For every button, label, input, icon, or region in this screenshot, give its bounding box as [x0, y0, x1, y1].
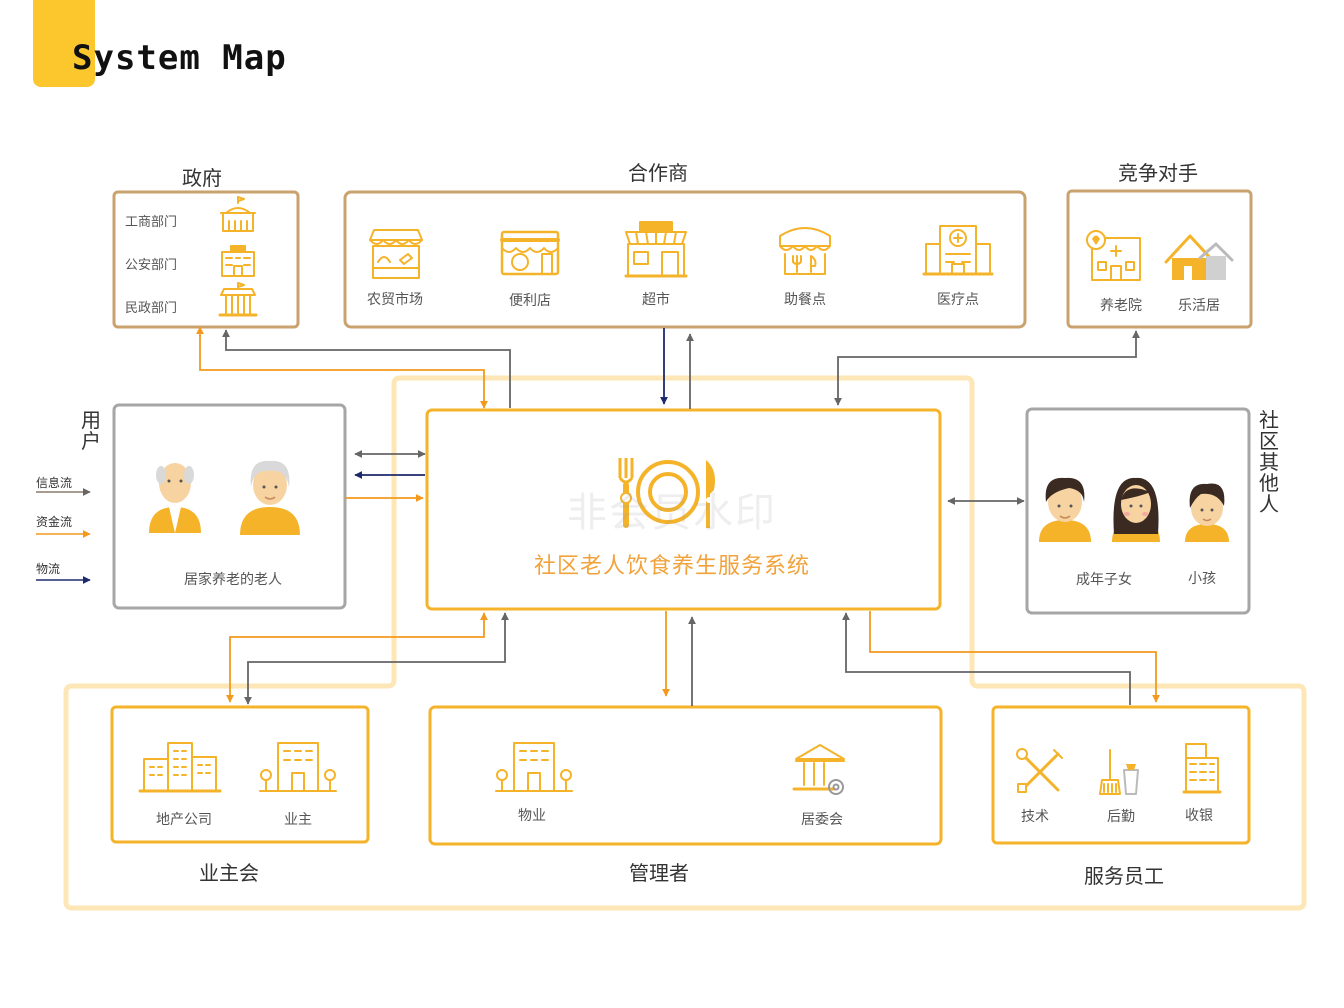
property-management-icon — [495, 742, 573, 792]
hospital-icon — [922, 225, 994, 276]
government-building-icon — [220, 196, 256, 232]
civil-affairs-building-icon — [218, 282, 258, 317]
owner-building-icon — [259, 742, 337, 792]
police-station-icon — [221, 245, 255, 277]
government-item-civil-affairs: 民政部门 — [125, 301, 178, 316]
money-flow-government — [196, 326, 488, 409]
users-title: 用户 — [81, 408, 101, 453]
info-flow-owners — [244, 612, 509, 705]
managers-item-committee: 居委会 — [801, 812, 843, 828]
competitor-item-nursing-home: 养老院 — [1100, 298, 1142, 314]
competitors-title: 竞争对手 — [1118, 161, 1198, 185]
staff-item-cashier: 收银 — [1185, 808, 1213, 824]
supermarket-icon — [624, 221, 688, 278]
partner-item-convenience: 便利店 — [509, 293, 551, 309]
cash-register-icon — [1182, 743, 1222, 794]
houses-icon — [1164, 234, 1234, 280]
managers-item-property: 物业 — [518, 808, 546, 824]
government-item-commerce: 工商部门 — [125, 215, 178, 230]
others-title: 社区其他人 — [1259, 408, 1279, 516]
legend-logistics-label: 物流 — [36, 562, 61, 576]
watermark-text: 非会员水印 — [567, 490, 777, 536]
staff-item-technical: 技术 — [1021, 809, 1049, 825]
staff-item-logistics: 后勤 — [1107, 809, 1135, 825]
legend-info-label: 信息流 — [36, 476, 73, 490]
real-estate-buildings-icon — [138, 742, 222, 793]
info-flow-staff — [842, 612, 1131, 705]
brand-logo-block — [33, 0, 95, 87]
elderly-woman-avatar — [240, 460, 300, 535]
legend-money-label: 资金流 — [36, 515, 73, 529]
legend-lines — [36, 488, 91, 584]
market-stall-icon — [369, 229, 423, 279]
child-avatar — [1185, 483, 1229, 542]
managers-title: 管理者 — [629, 861, 689, 885]
partner-item-supermarket: 超市 — [642, 292, 670, 308]
competitors-box — [1066, 189, 1253, 329]
partner-item-dining: 助餐点 — [784, 292, 826, 308]
nursing-home-icon — [1086, 230, 1141, 281]
adult-woman-avatar — [1112, 477, 1160, 542]
adult-man-avatar — [1039, 477, 1091, 542]
page-title: System Map — [72, 38, 287, 78]
others-item-adult-children: 成年子女 — [1076, 572, 1132, 588]
cutlery-plate-icon — [618, 458, 715, 528]
partner-item-medical: 医疗点 — [937, 292, 979, 308]
info-flow-competitors — [834, 330, 1140, 406]
staff-title: 服务员工 — [1084, 864, 1164, 888]
owners-item-real-estate: 地产公司 — [156, 812, 212, 828]
owners-item-owner: 业主 — [284, 812, 312, 828]
technical-tools-icon — [1016, 748, 1063, 793]
info-flow-government — [222, 329, 511, 408]
owners-title: 业主会 — [199, 861, 259, 885]
dining-point-icon — [779, 227, 831, 275]
managers-box — [428, 705, 943, 846]
convenience-store-icon — [500, 230, 560, 276]
partner-item-market: 农贸市场 — [367, 292, 423, 308]
staff-box — [991, 705, 1251, 845]
government-title: 政府 — [182, 166, 222, 190]
competitor-item-lehuoju: 乐活居 — [1178, 298, 1220, 314]
government-item-police: 公安部门 — [125, 258, 178, 273]
flow-connectors — [196, 326, 1160, 706]
others-item-children: 小孩 — [1188, 571, 1216, 587]
core-system-title: 社区老人饮食养生服务系统 — [533, 554, 811, 579]
users-label: 居家养老的老人 — [184, 572, 282, 588]
logistics-cleaning-icon — [1099, 749, 1139, 795]
money-flow-staff — [869, 611, 1160, 703]
neighborhood-committee-icon — [792, 744, 845, 795]
partners-title: 合作商 — [628, 161, 688, 185]
owners-box — [110, 705, 370, 844]
elderly-man-bald-avatar — [149, 463, 201, 533]
money-flow-owners — [226, 612, 488, 703]
